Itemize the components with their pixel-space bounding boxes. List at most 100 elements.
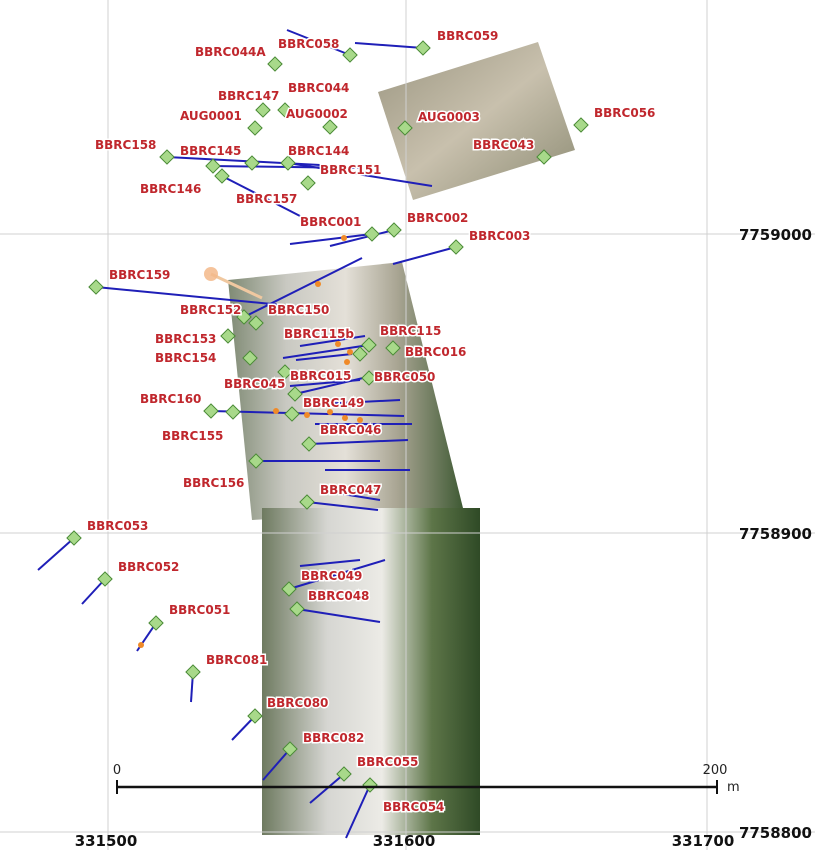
- drill-label-bbrc160: BBRC160: [140, 392, 201, 406]
- drill-label-aug0003: AUG0003: [418, 110, 480, 124]
- drill-label-bbrc054: BBRC054: [383, 800, 444, 814]
- drill-label-bbrc150: BBRC150: [268, 303, 329, 317]
- drill-collar-bbrc015[interactable]: [287, 386, 303, 402]
- scale-bar: 0 200 m: [113, 763, 740, 795]
- intercept-marker: [357, 417, 363, 423]
- drill-collar-bbrc149[interactable]: [284, 406, 300, 422]
- drill-collar-bbrc058[interactable]: [342, 47, 358, 63]
- drill-trace-bbrc054: [345, 784, 371, 839]
- drill-label-bbrc145: BBRC145: [180, 144, 241, 158]
- drill-trace-bbrc053: [37, 537, 75, 571]
- drill-label-bbrc003: BBRC003: [469, 229, 530, 243]
- drill-collar-aug0003[interactable]: [397, 120, 413, 136]
- drill-collar-bbrc048[interactable]: [289, 601, 305, 617]
- drill-label-bbrc047: BBRC047: [320, 483, 381, 497]
- drill-collar-bbrc080[interactable]: [247, 708, 263, 724]
- intercept-marker: [304, 412, 310, 418]
- drill-label-bbrc147: BBRC147: [218, 89, 279, 103]
- drill-collar-bbrc155[interactable]: [225, 404, 241, 420]
- drill-collar-bbrc044a[interactable]: [267, 56, 283, 72]
- intercept-marker: [341, 235, 347, 241]
- drill-trace-segment: [295, 353, 353, 361]
- drill-trace-bbrc047: [306, 501, 379, 511]
- drill-collar-bbrc001[interactable]: [364, 226, 380, 242]
- drill-traces: [37, 29, 457, 839]
- drill-label-bbrc159: BBRC159: [109, 268, 170, 282]
- drill-collar-bbrc043[interactable]: [536, 149, 552, 165]
- drill-collar-bbrc160[interactable]: [203, 403, 219, 419]
- drill-collar-bbrc147[interactable]: [255, 102, 271, 118]
- drill-collar-bbrc059[interactable]: [415, 40, 431, 56]
- drill-collar-aug0002[interactable]: [277, 102, 293, 118]
- drill-collar-bbrc002[interactable]: [386, 222, 402, 238]
- drill-collar-bbrc151[interactable]: [244, 155, 260, 171]
- intercept-marker: [315, 281, 321, 287]
- drill-collar-bbrc150[interactable]: [248, 315, 264, 331]
- drill-label-bbrc157: BBRC157: [236, 192, 297, 206]
- drill-trace-segment: [319, 399, 401, 405]
- drill-collar-bbrc082[interactable]: [282, 741, 298, 757]
- drill-collar-bbrc003[interactable]: [448, 239, 464, 255]
- drill-trace-bbrc059: [354, 42, 424, 49]
- drill-label-bbrc149: BBRC149: [303, 396, 364, 410]
- drill-trace-segment: [299, 335, 366, 347]
- drill-label-aug0001: AUG0001: [180, 109, 242, 123]
- scale-bar-start-label: 0: [113, 763, 121, 778]
- drill-label-bbrc156: BBRC156: [183, 476, 244, 490]
- drill-trace-segment: [329, 491, 381, 501]
- scale-bar-unit: m: [727, 780, 740, 795]
- drill-collar-bbrc145[interactable]: [205, 158, 221, 174]
- drill-collar-bbrc056[interactable]: [573, 117, 589, 133]
- drill-collars: [66, 40, 589, 793]
- drill-collar-bbrc016[interactable]: [385, 340, 401, 356]
- drill-collar-bbrc115b[interactable]: [352, 346, 368, 362]
- drill-labels: BBRC059BBRC058BBRC044ABBRC044BBRC147AUG0…: [86, 28, 657, 816]
- drill-label-bbrc016: BBRC016: [405, 345, 466, 359]
- drill-collar-bbrc051[interactable]: [148, 615, 164, 631]
- intercept-marker: [273, 408, 279, 414]
- drill-label-bbrc151: BBRC151: [320, 163, 381, 177]
- drill-collar-bbrc153[interactable]: [220, 328, 236, 344]
- drill-collar-bbrc049[interactable]: [281, 581, 297, 597]
- drill-collar-bbrc144[interactable]: [280, 155, 296, 171]
- drill-collar-bbrc053[interactable]: [66, 530, 82, 546]
- drill-collar-bbrc146[interactable]: [214, 168, 230, 184]
- drill-collar-bbrc044[interactable]: [322, 119, 338, 135]
- drill-collar-bbrc156[interactable]: [248, 453, 264, 469]
- drill-label-bbrc002: BBRC002: [407, 211, 468, 225]
- drill-label-bbrc044: BBRC044: [288, 81, 349, 95]
- drill-collar-aug0001[interactable]: [247, 120, 263, 136]
- drill-collar-bbrc159[interactable]: [88, 279, 104, 295]
- drill-trace-bbrc152: [243, 257, 363, 318]
- drill-collar-bbrc081[interactable]: [185, 664, 201, 680]
- aerial-imagery: [228, 42, 575, 835]
- drill-collar-bbrc054[interactable]: [362, 777, 378, 793]
- northing-label-1: 7759000: [739, 226, 812, 244]
- drill-label-bbrc052: BBRC052: [118, 560, 179, 574]
- drill-collar-bbrc115[interactable]: [361, 337, 377, 353]
- drill-trace-bbrc082: [262, 748, 291, 781]
- drill-collar-bbrc050[interactable]: [361, 370, 377, 386]
- drill-collar-bbrc045[interactable]: [277, 364, 293, 380]
- drill-collar-bbrc055[interactable]: [336, 766, 352, 782]
- drill-collar-bbrc154[interactable]: [242, 350, 258, 366]
- drill-label-bbrc045: BBRC045: [224, 377, 285, 391]
- drill-label-bbrc015: BBRC015: [290, 369, 351, 383]
- drill-trace-bbrc146: [221, 175, 301, 217]
- drill-collar-bbrc157[interactable]: [300, 175, 316, 191]
- drill-trace-bbrc049: [288, 559, 386, 590]
- drill-trace-bbrc058: [286, 29, 351, 56]
- drill-collar-bbrc152[interactable]: [236, 309, 252, 325]
- drill-collar-bbrc052[interactable]: [97, 571, 113, 587]
- intercept-marker: [347, 349, 353, 355]
- drill-collar-bbrc046[interactable]: [301, 436, 317, 452]
- drill-trace-bbrc052: [81, 578, 106, 605]
- drill-label-bbrc153: BBRC153: [155, 332, 216, 346]
- drill-collar-bbrc047[interactable]: [299, 494, 315, 510]
- drill-label-bbrc146: BBRC146: [140, 182, 201, 196]
- aerial-photo-top: [378, 42, 575, 200]
- drill-trace-bbrc001: [289, 233, 373, 245]
- drill-collar-bbrc158[interactable]: [159, 149, 175, 165]
- intercepts: [138, 235, 363, 648]
